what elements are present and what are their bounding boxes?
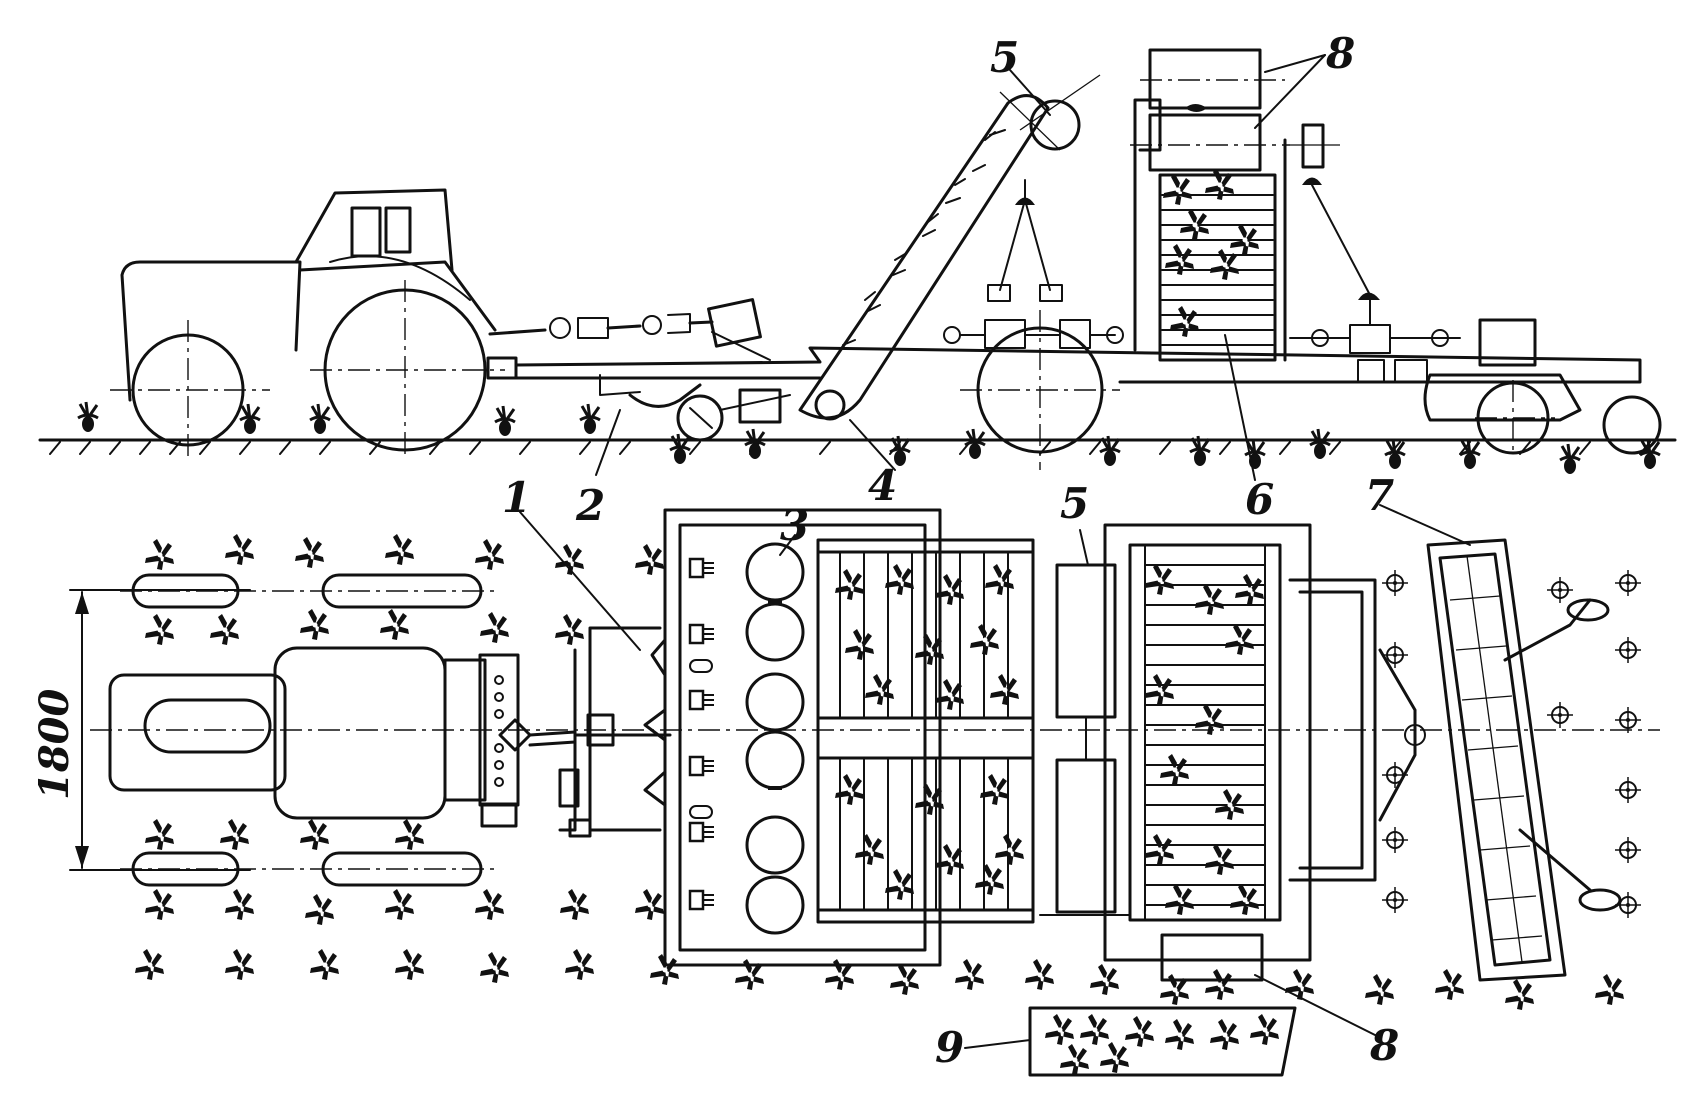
leader-8c [1254,974,1376,1036]
leader-2 [595,409,621,476]
dimension-1800 [69,589,251,871]
lifting-discs [745,542,805,935]
label-4: 4 [868,461,897,510]
leader-1 [519,511,641,651]
main-frame [514,346,1642,442]
leader-8b [1254,54,1326,129]
side-view [38,48,1677,481]
hitch-frame [558,626,672,838]
frame-gearboxes [943,319,1124,349]
leader-5-plan [1079,529,1089,566]
label-5-side: 5 [990,33,1019,82]
drive-shaft [488,298,771,361]
tractor-side [110,188,518,460]
label-9: 9 [935,1023,964,1072]
bin-9 [1028,1006,1297,1077]
label-8-bottom: 8 [1369,1021,1399,1070]
leader-4 [849,419,896,471]
plan-view [69,504,1660,1077]
label-8-top: 8 [1325,29,1355,78]
leader-6 [1224,334,1256,481]
roller-conveyor [816,538,1035,924]
feeder-boxes [1039,563,1131,916]
bin-bottom [1160,933,1264,982]
leader-9 [964,1039,1031,1049]
sorting-table [1103,523,1377,982]
label-2: 2 [575,481,605,530]
field-plants-plan [135,534,1624,1010]
leader-7 [1379,504,1471,546]
rear-cart-side [1423,318,1662,455]
ground-hatching [49,441,1651,455]
conveyor-7 [1378,538,1622,982]
label-6: 6 [1245,475,1274,524]
label-7: 7 [1365,471,1394,520]
dimension-label: 1800 [31,689,78,800]
bin-top [1148,48,1262,110]
elevator-head-drum [1029,99,1081,151]
sorting-conveyor-side [1130,48,1461,383]
leader-3 [779,534,796,556]
leader-5-side [1009,69,1051,116]
label-1: 1 [502,473,531,522]
inclined-elevator [798,74,1101,421]
bin-middle [1148,113,1262,172]
label-5-plan: 5 [1060,479,1089,528]
leader-8a [1264,54,1326,73]
label-3: 3 [780,501,809,550]
